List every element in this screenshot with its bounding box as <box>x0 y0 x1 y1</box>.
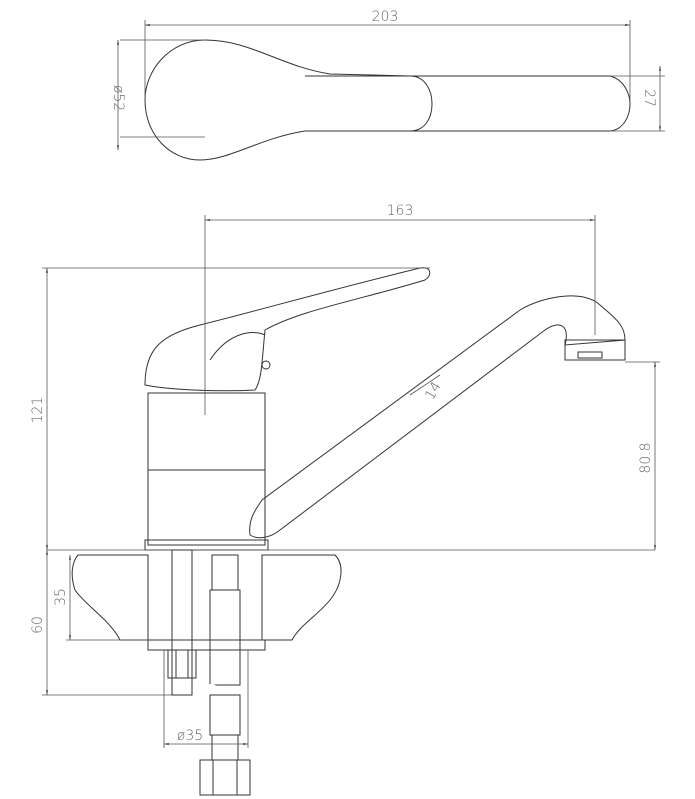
dim-label-d35: ø35 <box>177 728 203 744</box>
dimension-spout-reach: 163 <box>205 203 596 335</box>
dimension-below-counter: 60 <box>30 550 172 696</box>
dimension-mount-diameter: ø35 <box>163 650 249 748</box>
dimension-handle-length: 203 <box>145 9 630 26</box>
dimension-handle-width: 27 <box>641 66 661 131</box>
dimension-total-height: 121 <box>30 267 430 550</box>
dimension-outlet-height: 80.8 <box>625 361 660 550</box>
dim-label-60: 60 <box>30 616 46 634</box>
dim-label-35: 35 <box>53 588 69 606</box>
dim-label-80-8: 80.8 <box>638 442 654 473</box>
dim-label-163: 163 <box>387 203 414 219</box>
threaded-rod <box>167 549 197 696</box>
dim-label-121: 121 <box>30 397 46 424</box>
dimension-counter-thickness: 35 <box>53 555 148 641</box>
dim-label-27: 27 <box>641 89 657 107</box>
dim-label-14: 14 <box>422 379 445 402</box>
dimension-handle-diameter: ø52 <box>110 40 126 150</box>
dimension-spout-diameter: 14 <box>409 374 445 403</box>
counter-stone-section <box>71 554 342 651</box>
flexible-hose <box>199 554 251 796</box>
dim-label-203: 203 <box>372 9 399 25</box>
top-view-handle <box>120 20 665 161</box>
dim-label-d52: ø52 <box>110 85 126 111</box>
faucet-side-view <box>47 215 655 551</box>
